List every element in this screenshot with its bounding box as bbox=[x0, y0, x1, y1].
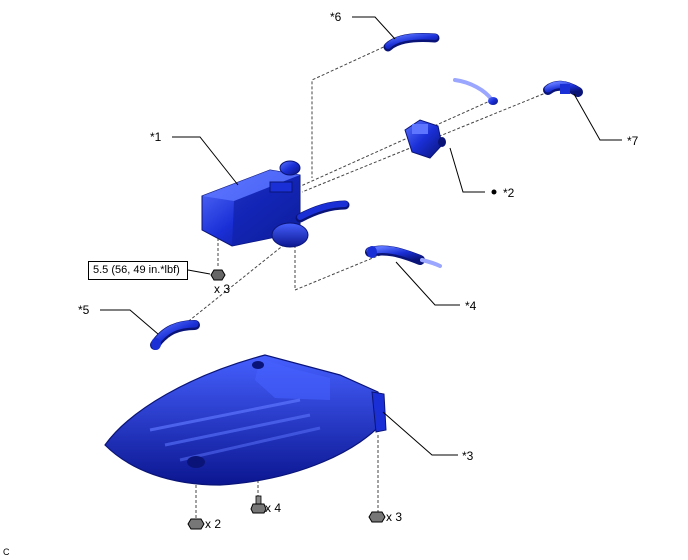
corner-mark: C bbox=[3, 547, 10, 557]
canister-part-1 bbox=[201, 160, 350, 248]
clip-left-icon bbox=[187, 518, 205, 530]
label-part-4: *4 bbox=[465, 299, 477, 313]
label-part-2: *2 bbox=[503, 186, 515, 200]
connector-part-7 bbox=[543, 80, 583, 97]
hose-part-4 bbox=[365, 245, 442, 268]
valve-part-2 bbox=[404, 119, 446, 159]
torque-leader bbox=[187, 269, 211, 275]
qty-clip-left: x 2 bbox=[205, 517, 221, 531]
nut-right-icon bbox=[368, 511, 386, 523]
label-part-1: *1 bbox=[150, 130, 162, 144]
bolt-center-icon bbox=[250, 495, 267, 514]
qty-nut-right: x 3 bbox=[386, 510, 402, 524]
hose-part-6 bbox=[383, 33, 440, 52]
label-part-5: *5 bbox=[78, 303, 90, 317]
label-part-6: *6 bbox=[330, 10, 342, 24]
guard-plate-part-3 bbox=[104, 354, 387, 486]
qty-bolt-center: x 4 bbox=[265, 501, 281, 515]
label-part-3: *3 bbox=[462, 449, 474, 463]
label-part-7: *7 bbox=[627, 134, 639, 148]
bullet-dot-icon bbox=[491, 189, 497, 195]
qty-nut-canister: x 3 bbox=[214, 282, 230, 296]
hose-part-2-end bbox=[453, 78, 498, 105]
hose-part-5 bbox=[150, 320, 200, 350]
leader-lines bbox=[100, 16, 622, 456]
torque-spec-box: 5.5 (56, 49 in.*lbf) bbox=[88, 261, 188, 280]
nut-canister-icon bbox=[210, 269, 226, 281]
fasteners bbox=[187, 189, 497, 530]
